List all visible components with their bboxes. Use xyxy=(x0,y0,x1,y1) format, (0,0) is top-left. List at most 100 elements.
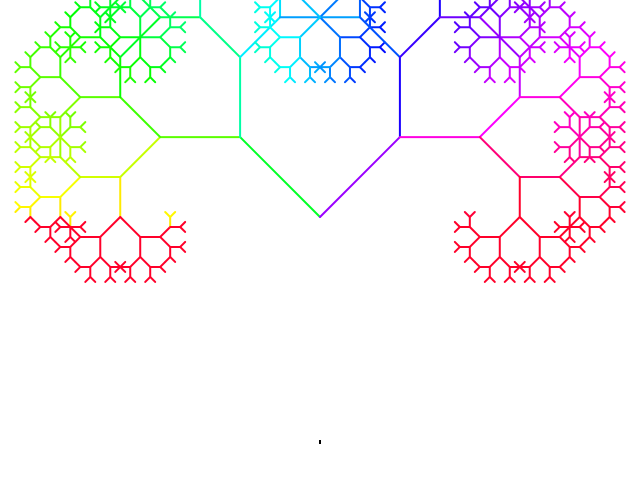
branch-segment xyxy=(179,240,187,248)
branch-segment xyxy=(538,255,551,268)
branch-segment xyxy=(553,121,561,129)
branch-segment xyxy=(498,6,511,19)
branch-segment xyxy=(568,46,581,59)
branch-segment xyxy=(328,76,336,84)
branch-segment xyxy=(358,36,371,49)
branch-segment xyxy=(14,86,22,94)
branch-segment xyxy=(54,46,62,54)
branch-segment xyxy=(74,1,82,9)
branch-segment xyxy=(478,96,521,139)
branch-segment xyxy=(69,56,77,64)
branch-segment xyxy=(74,6,82,14)
branch-segment xyxy=(299,56,312,69)
branch-segment xyxy=(538,1,546,9)
branch-segment xyxy=(598,46,606,54)
branch-segment xyxy=(89,255,102,268)
branch-segment xyxy=(513,6,521,14)
branch-segment xyxy=(99,255,112,268)
branch-segment xyxy=(583,31,591,39)
branch-segment xyxy=(618,121,626,129)
branch-segment xyxy=(34,146,42,154)
branch-segment xyxy=(608,171,616,179)
branch-segment xyxy=(473,66,481,74)
branch-segment xyxy=(284,76,292,84)
branch-segment xyxy=(84,275,92,283)
branch-segment xyxy=(598,186,611,199)
branch-segment xyxy=(568,136,581,149)
branch-segment xyxy=(94,1,102,9)
branch-segment xyxy=(603,171,611,179)
branch-segment xyxy=(49,216,62,228)
branch-segment xyxy=(69,26,82,39)
branch-segment xyxy=(598,66,611,79)
branch-segment xyxy=(558,96,581,119)
branch-segment xyxy=(254,21,262,29)
branch-segment xyxy=(114,1,122,9)
branch-segment xyxy=(49,235,57,243)
branch-segment xyxy=(114,6,122,14)
branch-segment xyxy=(304,76,312,84)
branch-segment xyxy=(164,56,172,64)
branch-segment xyxy=(104,16,112,24)
branch-segment xyxy=(378,26,386,34)
branch-segment xyxy=(558,176,581,199)
branch-segment xyxy=(29,176,37,184)
branch-segment xyxy=(94,26,102,34)
branch-segment xyxy=(129,255,142,268)
branch-segment xyxy=(361,0,371,9)
branch-segment xyxy=(29,96,37,104)
branch-segment xyxy=(29,106,42,119)
branch-segment xyxy=(79,225,87,233)
branch-segment xyxy=(69,11,77,19)
branch-segment xyxy=(139,56,152,69)
branch-segment xyxy=(69,156,77,164)
branch-segment xyxy=(254,41,262,49)
branch-segment xyxy=(159,235,172,248)
branch-segment xyxy=(69,36,82,49)
branch-segment xyxy=(588,235,596,243)
branch-segment xyxy=(618,101,626,109)
branch-segment xyxy=(378,46,386,54)
branch-segment xyxy=(309,76,317,84)
branch-segment xyxy=(368,56,376,64)
branch-segment xyxy=(378,6,386,14)
branch-segment xyxy=(59,216,72,228)
branch-segment xyxy=(59,126,72,139)
branch-segment xyxy=(618,166,626,174)
branch-segment xyxy=(598,141,606,149)
branch-segment xyxy=(473,265,481,273)
branch-segment xyxy=(488,275,496,283)
branch-segment xyxy=(14,126,22,134)
branch-segment xyxy=(468,225,481,238)
branch-segment xyxy=(468,56,476,64)
branch-segment xyxy=(24,136,32,144)
branch-segment xyxy=(179,220,187,228)
branch-segment xyxy=(319,0,339,19)
branch-segment xyxy=(49,31,57,39)
branch-segment xyxy=(179,21,187,29)
branch-segment xyxy=(548,275,556,283)
branch-segment xyxy=(119,265,127,273)
branch-segment xyxy=(14,166,22,174)
branch-segment xyxy=(94,46,102,54)
branch-segment xyxy=(463,255,471,263)
branch-segment xyxy=(598,146,606,154)
branch-segment xyxy=(29,116,42,129)
branch-segment xyxy=(319,136,401,218)
branch-segment xyxy=(14,181,22,189)
branch-segment xyxy=(274,66,282,74)
branch-segment xyxy=(109,275,117,283)
branch-segment xyxy=(513,1,521,9)
branch-segment xyxy=(239,136,321,218)
branch-segment xyxy=(618,201,626,209)
branch-segment xyxy=(59,46,72,59)
branch-segment xyxy=(588,111,596,119)
branch-segment xyxy=(453,245,461,253)
branch-segment xyxy=(598,146,611,159)
branch-segment xyxy=(468,255,476,263)
branch-segment xyxy=(598,220,606,228)
branch-segment xyxy=(473,6,481,14)
branch-segment xyxy=(29,156,42,169)
branch-segment xyxy=(608,216,616,223)
